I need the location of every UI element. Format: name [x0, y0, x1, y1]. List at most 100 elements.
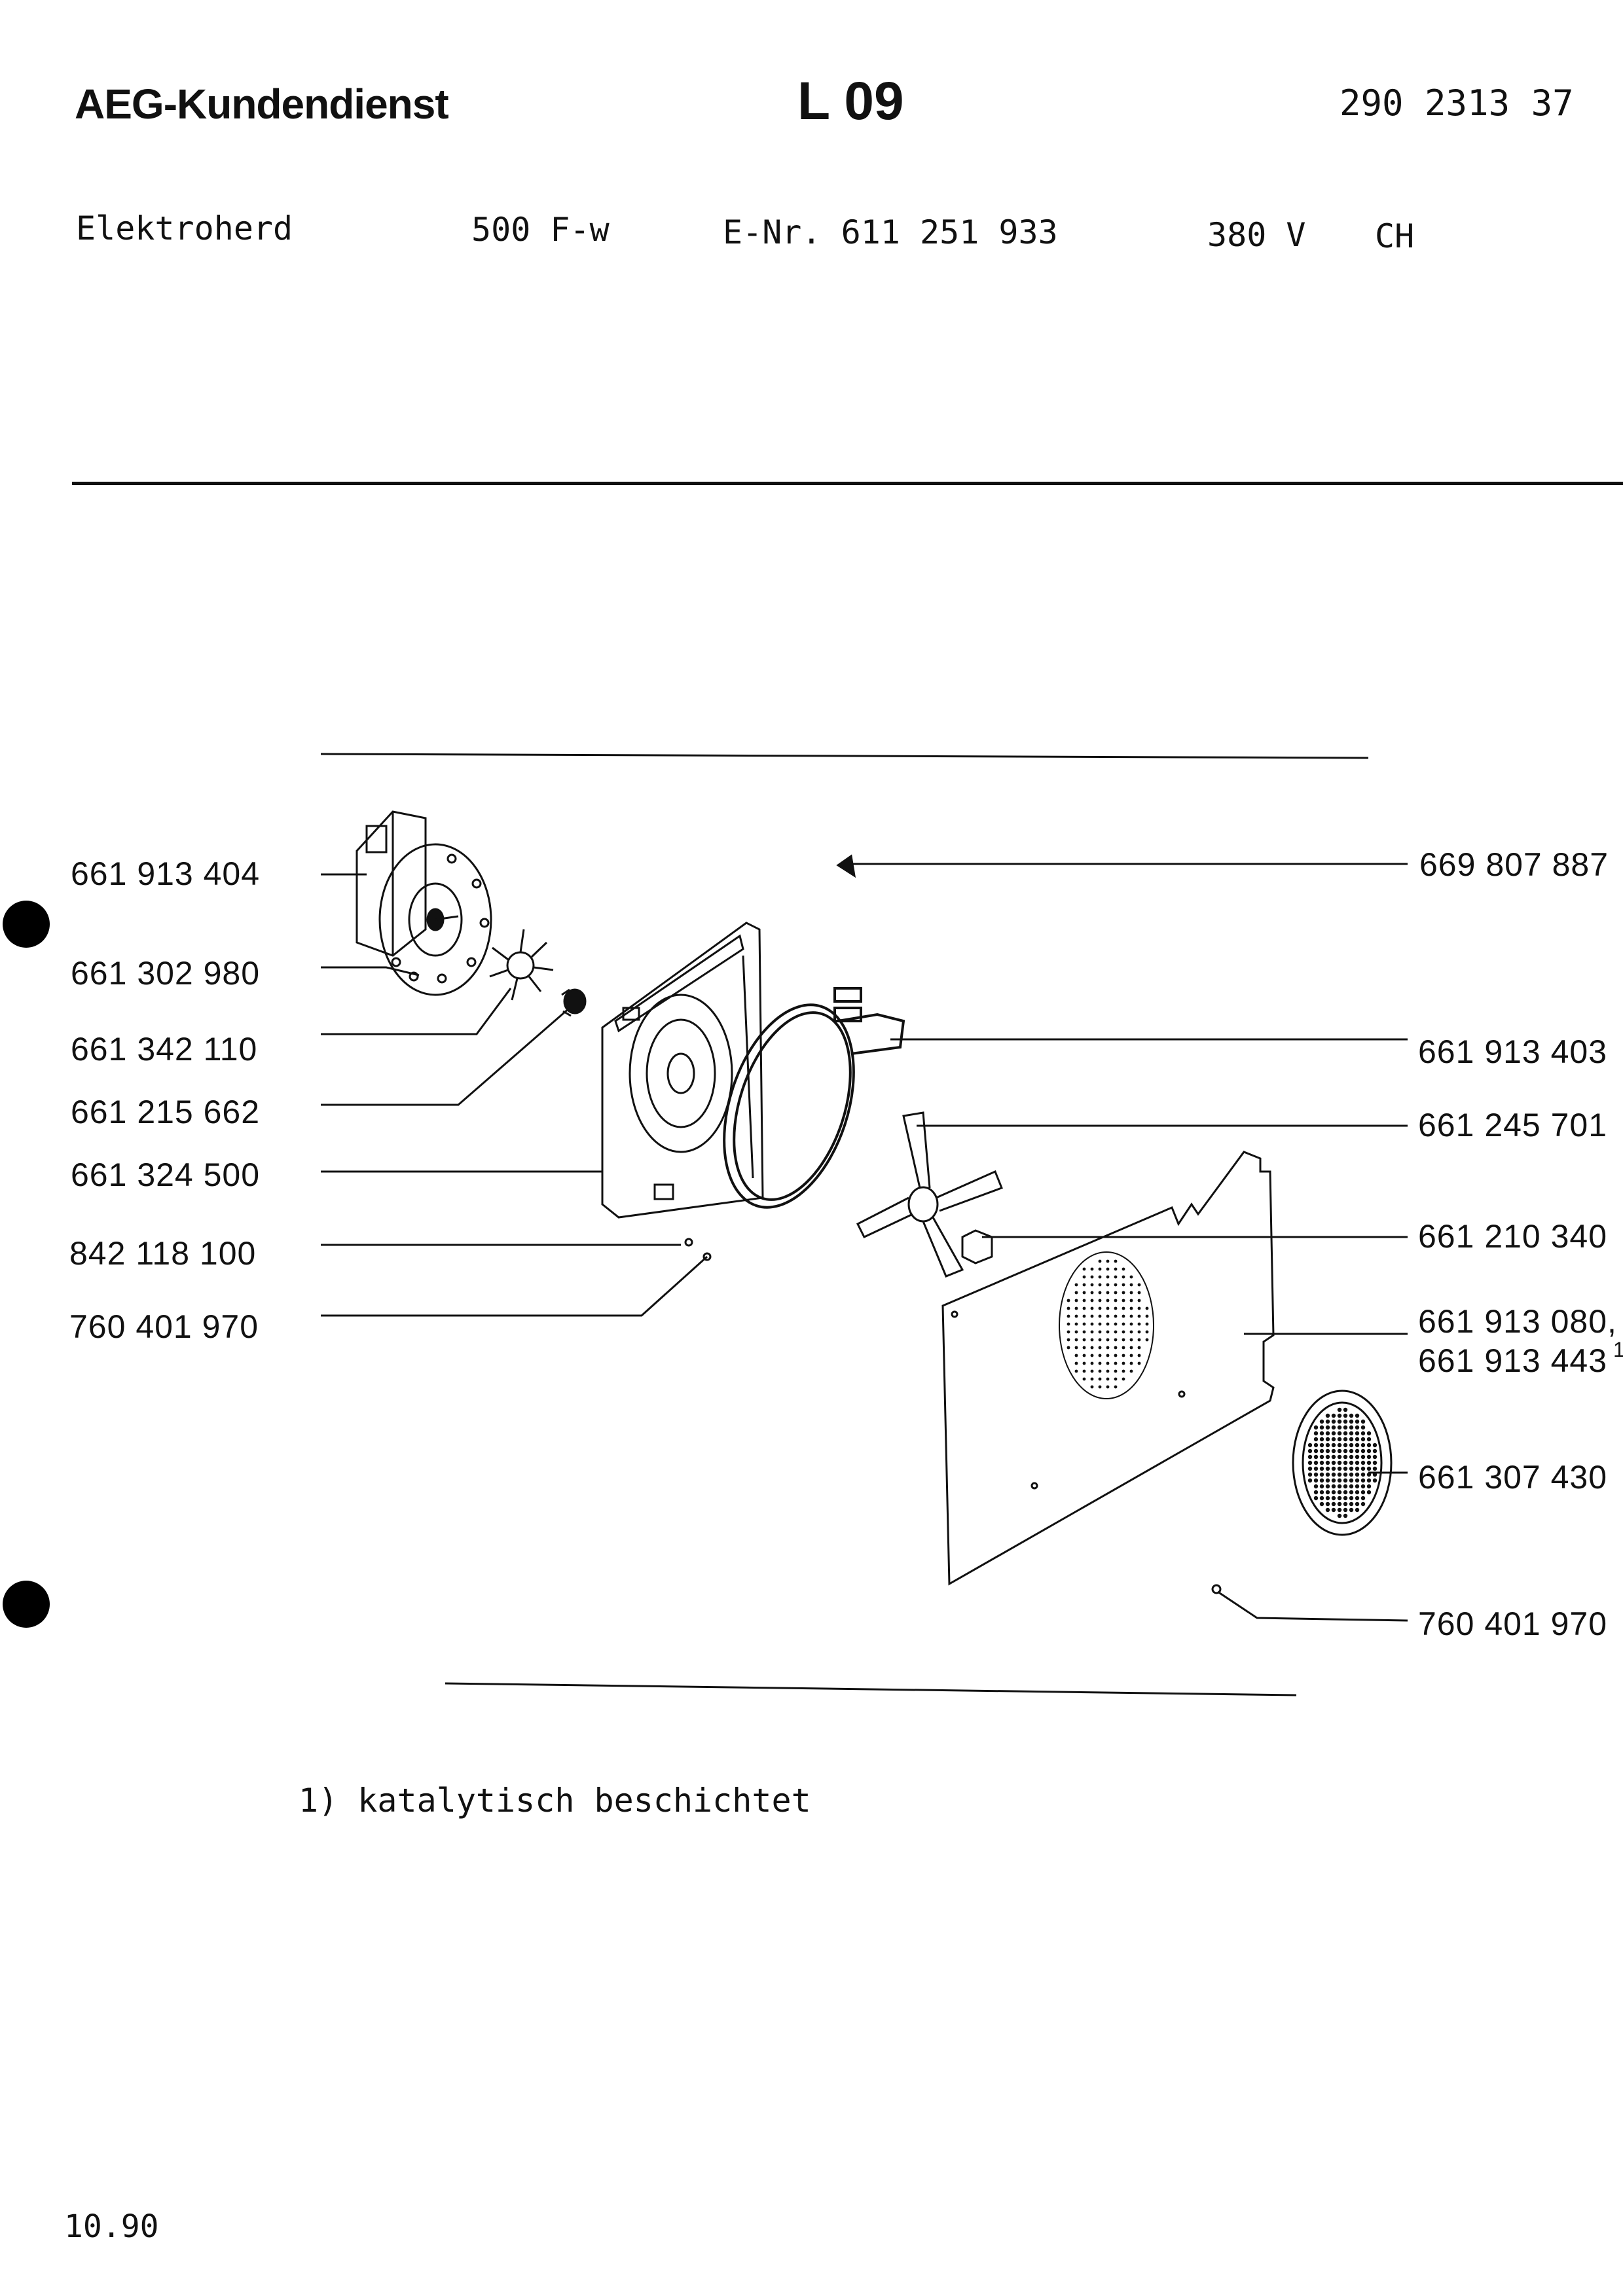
filter-mesh-dot [1366, 1466, 1372, 1471]
vent-perforation-dot [1098, 1330, 1102, 1334]
filter-mesh-dot [1319, 1448, 1324, 1454]
filter-mesh-dot [1325, 1490, 1330, 1495]
filter-mesh-dot [1307, 1460, 1313, 1465]
filter-mesh-dot [1343, 1443, 1348, 1448]
vent-perforation-dot [1090, 1306, 1094, 1310]
part-number-left: 842 118 100 [69, 1235, 257, 1272]
filter-mesh-dot [1313, 1466, 1319, 1471]
filter-mesh-dot [1325, 1466, 1330, 1471]
small-fitting [836, 854, 856, 878]
vent-perforation-dot [1114, 1361, 1118, 1365]
document-number: 290 2313 37 [1340, 82, 1574, 124]
filter-mesh-dot [1355, 1460, 1360, 1465]
filter-mesh-dot [1360, 1490, 1366, 1495]
filter-mesh-dot [1319, 1454, 1324, 1460]
filter-mesh-dot [1313, 1437, 1319, 1442]
filter-mesh-dot [1355, 1507, 1360, 1513]
filter-mesh-dot [1307, 1448, 1313, 1454]
vent-perforation-dot [1082, 1283, 1086, 1287]
vent-perforation-dot [1137, 1354, 1141, 1357]
filter-mesh-dot [1331, 1419, 1336, 1424]
leader-lines-left [321, 873, 708, 1317]
vent-perforation-dot [1074, 1299, 1078, 1302]
filter-mesh-dot [1331, 1472, 1336, 1477]
filter-mesh-dot [1325, 1478, 1330, 1483]
filter-mesh-dot [1360, 1484, 1366, 1489]
vent-perforation-dot [1137, 1314, 1141, 1318]
filter-mesh-dot [1355, 1413, 1360, 1418]
filter-mesh-dot [1343, 1419, 1348, 1424]
filter-mesh-dot [1325, 1507, 1330, 1513]
vent-perforation-dot [1098, 1361, 1102, 1365]
footnote-text: 1) katalytisch beschichtet [299, 1782, 811, 1820]
filter-mesh-dot [1313, 1425, 1319, 1430]
filter-mesh-dot [1325, 1472, 1330, 1477]
filter-mesh-dot [1360, 1466, 1366, 1471]
part-number-right: 760 401 970 [1418, 1605, 1608, 1642]
filter-mesh-dot [1355, 1454, 1360, 1460]
vent-perforation-dot [1082, 1314, 1086, 1318]
filter-mesh-dot [1349, 1478, 1354, 1483]
filter-mesh-dot [1319, 1496, 1324, 1501]
vent-perforation-dot [1090, 1314, 1094, 1318]
filter-mesh-dot [1360, 1425, 1366, 1430]
part-number-left: 661 324 500 [71, 1157, 261, 1193]
filter-mesh-dot [1360, 1431, 1366, 1436]
filter-mesh-dot [1355, 1501, 1360, 1507]
vent-perforation-dot [1090, 1291, 1094, 1295]
filter-mesh-dot [1343, 1478, 1348, 1483]
vent-perforation-dot [1129, 1338, 1133, 1342]
leader-lines-right [851, 863, 1408, 1622]
filter-mesh-dot [1355, 1490, 1360, 1495]
fan-nut [961, 1229, 993, 1265]
vent-perforation-dot [1067, 1299, 1070, 1302]
vent-perforation-dot [1090, 1346, 1094, 1350]
filter-mesh-dot [1355, 1443, 1360, 1448]
filter-mesh-dot [1325, 1454, 1330, 1460]
oven-fan-blade [856, 1111, 1003, 1278]
vent-perforation-dot [1106, 1314, 1110, 1318]
vent-perforation-dot [1114, 1314, 1118, 1318]
brand-title: AEG-Kundendienst [75, 81, 449, 128]
vent-perforation-dot [1106, 1322, 1110, 1326]
filter-mesh-dot [1349, 1501, 1354, 1507]
filter-mesh-dot [1366, 1454, 1372, 1460]
filter-mesh-dot [1337, 1513, 1342, 1518]
filter-mesh-dot [1349, 1460, 1354, 1465]
filter-mesh-dot [1343, 1407, 1348, 1412]
filter-mesh-dot [1349, 1507, 1354, 1513]
filter-mesh-dot [1360, 1448, 1366, 1454]
filter-mesh-dot [1349, 1437, 1354, 1442]
vent-perforation-dot [1137, 1346, 1141, 1350]
filter-mesh-dot [1325, 1496, 1330, 1501]
vent-perforation-dot [1074, 1354, 1078, 1357]
rear-oven-panel [941, 1151, 1275, 1586]
vent-perforation-dot [1114, 1346, 1118, 1350]
filter-mesh-dot [1325, 1413, 1330, 1418]
vent-perforation-dot [1106, 1369, 1110, 1373]
filter-mesh-dot [1349, 1466, 1354, 1471]
filter-mesh-dot [1355, 1466, 1360, 1471]
filter-mesh-dot [1331, 1496, 1336, 1501]
vent-perforation-dot [1090, 1267, 1094, 1271]
filter-mesh-dot [1325, 1448, 1330, 1454]
vent-perforation-dot [1074, 1338, 1078, 1342]
filter-mesh-dot [1319, 1484, 1324, 1489]
vent-perforation-dot [1074, 1322, 1078, 1326]
vent-perforation-dot [1129, 1314, 1133, 1318]
filter-mesh-dot [1337, 1419, 1342, 1424]
vent-perforation-dot [1137, 1330, 1141, 1334]
vent-perforation-dot [1122, 1299, 1125, 1302]
voltage: 380 V [1207, 216, 1306, 254]
vent-perforation-dot [1074, 1369, 1078, 1373]
vent-perforation-dot [1090, 1377, 1094, 1381]
filter-mesh-dot [1331, 1454, 1336, 1460]
filter-mesh-dot [1366, 1437, 1372, 1442]
vent-perforation-dot [1098, 1259, 1102, 1263]
vent-perforation-dot [1074, 1283, 1078, 1287]
vent-perforation-dot [1137, 1322, 1141, 1326]
filter-mesh-dot [1331, 1437, 1336, 1442]
vent-perforation-dot [1098, 1291, 1102, 1295]
filter-mesh-dot [1313, 1443, 1319, 1448]
